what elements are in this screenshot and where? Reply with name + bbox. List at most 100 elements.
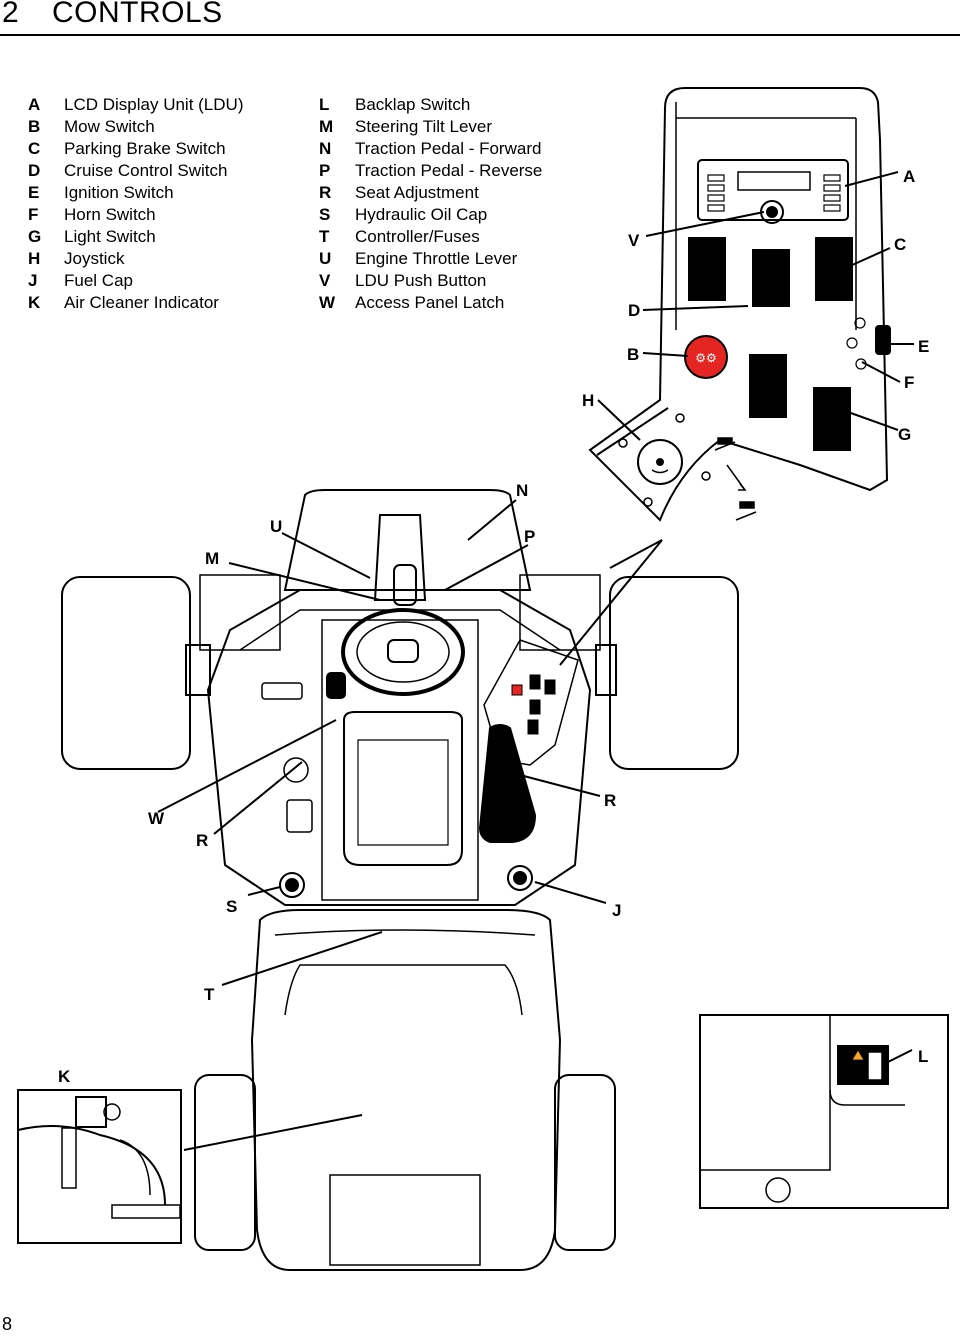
rear-left-wheel	[194, 1074, 256, 1251]
section-title: CONTROLS	[52, 0, 223, 29]
legend-label: LDU Push Button	[355, 271, 487, 290]
legend-item: K Air Cleaner Indicator	[28, 292, 288, 314]
legend-label: Joystick	[64, 249, 125, 268]
fuel-cap[interactable]	[507, 865, 533, 891]
legend-label: Mow Switch	[64, 117, 155, 136]
callout-p: P	[524, 527, 535, 546]
armrest	[478, 724, 537, 843]
legend-label: Traction Pedal - Forward	[355, 139, 542, 158]
legend-key: F	[28, 205, 39, 224]
legend-item: H Joystick	[28, 248, 288, 270]
callout-g: G	[898, 425, 911, 444]
legend-key: M	[319, 117, 334, 136]
legend-key: V	[319, 271, 331, 290]
air-cleaner-indicator[interactable]	[75, 1096, 107, 1128]
callout-h: H	[582, 391, 594, 410]
callout-w: W	[148, 809, 165, 828]
console-detail: ⚙⚙	[588, 87, 891, 522]
callout-d: D	[628, 301, 640, 320]
legend-label: Cruise Control Switch	[64, 161, 228, 180]
legend-label: Air Cleaner Indicator	[64, 293, 219, 312]
legend-label: LCD Display Unit (LDU)	[64, 95, 244, 114]
rear-right-wheel	[554, 1074, 616, 1251]
callout-c: C	[894, 235, 906, 254]
legend-key: D	[28, 161, 41, 180]
legend-key: P	[319, 161, 331, 180]
legend-label: Hydraulic Oil Cap	[355, 205, 488, 224]
joystick[interactable]	[637, 439, 683, 485]
legend-item: L Backlap Switch	[319, 94, 579, 116]
header-rule	[0, 34, 960, 36]
backlap-switch[interactable]	[867, 1051, 883, 1081]
callout-u: U	[270, 517, 282, 536]
air-cleaner-inset	[17, 1089, 182, 1244]
legend-label: Fuel Cap	[64, 271, 133, 290]
lcd-panel	[697, 159, 849, 221]
legend-item: M Steering Tilt Lever	[319, 116, 579, 138]
legend-key: K	[28, 293, 41, 312]
callout-v: V	[628, 231, 640, 250]
legend-label: Engine Throttle Lever	[355, 249, 518, 268]
steering-wheel[interactable]	[341, 608, 465, 696]
front-right-wheel	[609, 576, 739, 770]
callout-t: T	[204, 985, 215, 1004]
legend-label: Horn Switch	[64, 205, 156, 224]
callout-l: L	[918, 1047, 928, 1066]
callout-e: E	[918, 337, 929, 356]
hydraulic-oil-cap[interactable]	[279, 872, 305, 898]
ignition-switch[interactable]	[875, 325, 891, 355]
legend-item: V LDU Push Button	[319, 270, 579, 292]
callout-r-left: R	[196, 831, 208, 850]
switch-block-2	[752, 249, 790, 307]
legend-item: J Fuel Cap	[28, 270, 288, 292]
mower-top-view	[61, 489, 739, 1271]
rear-hood	[250, 909, 562, 1271]
parking-brake-switch[interactable]	[815, 237, 853, 301]
legend-item: D Cruise Control Switch	[28, 160, 288, 182]
legend-label: Seat Adjustment	[355, 183, 479, 202]
legend-label: Backlap Switch	[355, 95, 471, 114]
callout-n: N	[516, 481, 528, 500]
legend-label: Steering Tilt Lever	[355, 117, 493, 136]
legend-key: C	[28, 139, 41, 158]
legend-key: G	[28, 227, 42, 246]
seat	[343, 711, 463, 866]
legend-key: T	[319, 227, 330, 246]
callout-f: F	[904, 373, 914, 392]
access-panel-latch[interactable]	[326, 672, 346, 699]
legend-key: E	[28, 183, 40, 202]
light-switch[interactable]	[813, 387, 851, 451]
legend-label: Parking Brake Switch	[64, 139, 226, 158]
callout-b: B	[627, 345, 639, 364]
left-footrest	[199, 574, 281, 651]
page-number: 8	[2, 1314, 13, 1334]
legend-item: F Horn Switch	[28, 204, 288, 226]
legend-key: H	[28, 249, 41, 268]
legend-item: R Seat Adjustment	[319, 182, 579, 204]
legend-label: Access Panel Latch	[355, 293, 505, 312]
callout-j: J	[612, 901, 621, 920]
mow-switch[interactable]	[684, 335, 728, 379]
legend-label: Controller/Fuses	[355, 227, 480, 246]
mow-switch-icon: ⚙⚙	[695, 351, 717, 365]
legend-label: Light Switch	[64, 227, 156, 246]
legend-item: G Light Switch	[28, 226, 288, 248]
cruise-control-switch[interactable]	[688, 237, 726, 301]
legend-item: C Parking Brake Switch	[28, 138, 288, 160]
callout-a: A	[903, 167, 915, 186]
legend-key: L	[319, 95, 330, 114]
legend-key: R	[319, 183, 332, 202]
inset-frame-l	[699, 1014, 949, 1209]
legend-key: J	[28, 271, 38, 290]
